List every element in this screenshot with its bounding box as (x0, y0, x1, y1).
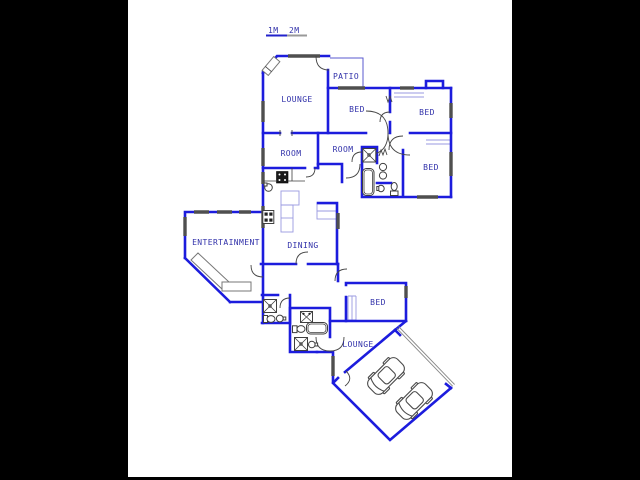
bathtub-icon (306, 322, 328, 335)
room-label-bed-1: BED (349, 105, 365, 114)
door-hinge-mark (385, 94, 393, 104)
image-canvas (128, 0, 512, 477)
fireplace-icon (261, 55, 281, 77)
toilet-icon (292, 325, 306, 334)
shower-icon (263, 299, 277, 313)
room-label-lounge-top: LOUNGE (281, 95, 312, 104)
scale-label-1m: 1M (268, 26, 278, 35)
windows (183, 54, 453, 376)
room-label-bed-2: BED (419, 108, 435, 117)
toilet-icon (390, 182, 399, 196)
bar-counter (190, 252, 252, 292)
room-label-patio: PATIO (333, 72, 359, 81)
kitchen-counter (263, 168, 305, 182)
hob-icon (262, 210, 275, 224)
room-label-dining: DINING (287, 241, 318, 250)
scale-bar: 1M 2M (266, 26, 307, 37)
basin-icon (308, 340, 319, 349)
toilet-icon (378, 162, 388, 180)
sink-icon (263, 182, 273, 192)
garage-door (396, 326, 455, 387)
room-labels: PATIO LOUNGE BED BED ROOM ROOM BED ENTER… (192, 72, 439, 349)
car-icon (395, 382, 433, 420)
basin-icon (376, 184, 385, 193)
bathtub-icon (362, 168, 375, 196)
kitchen-island (280, 190, 300, 233)
shower-icon (362, 148, 377, 163)
fixtures (190, 55, 433, 420)
basin-icon (275, 314, 287, 323)
door-hinge-mark (378, 147, 388, 157)
room-label-room-mid: ROOM (333, 145, 354, 154)
scale-label-2m: 2M (289, 26, 299, 35)
stove-icon (276, 171, 289, 184)
room-label-lounge-bottom: LOUNGE (342, 340, 373, 349)
room-label-room-left: ROOM (281, 149, 302, 158)
room-label-bed-3: BED (423, 163, 439, 172)
room-label-entertainment: ENTERTAINMENT (192, 238, 260, 247)
doors (250, 55, 411, 387)
shower-icon (294, 337, 308, 351)
washer-icon (300, 311, 313, 323)
car-icon (367, 357, 405, 395)
room-label-bed-4: BED (370, 298, 386, 307)
toilet-icon (263, 315, 276, 323)
